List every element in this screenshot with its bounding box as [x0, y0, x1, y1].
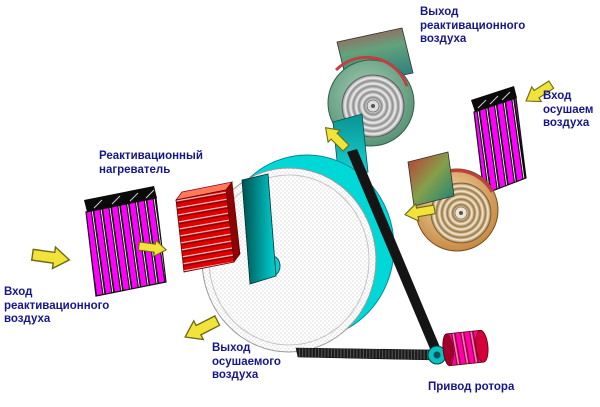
drive-pulley-hub	[433, 351, 441, 359]
heater-front-face	[175, 189, 235, 273]
reactivation-fan-rim-highlight	[334, 55, 409, 87]
belt-lower-run	[295, 347, 435, 361]
flow-arrow-inlet-reactivation	[30, 243, 72, 272]
process-fan-outlet-duct	[407, 151, 455, 207]
filter-top-frame	[84, 186, 157, 212]
label-exit-reactivation-air: Выход реактивационного воздуха	[420, 6, 526, 46]
label-inlet-drying-air: Вход осушаем воздуха	[543, 90, 594, 130]
process-fan	[407, 151, 499, 252]
rotor-seal-duct	[241, 173, 277, 285]
process-fan-hub-dot	[459, 211, 463, 215]
drying-air-filter	[471, 86, 527, 195]
motor-end-cap	[475, 329, 489, 363]
motor-rear-cap	[442, 333, 454, 367]
label-inlet-reactivation-air: Вход реактивационного воздуха	[4, 286, 110, 326]
label-reactivation-heater: Реактивационный нагреватель	[99, 150, 203, 176]
reactivation-air-filter	[84, 186, 167, 297]
belt-upper-run	[347, 149, 442, 356]
label-rotor-drive: Привод ротора	[428, 381, 515, 393]
filter-top-frame	[471, 86, 517, 112]
filter-top-hatch	[93, 189, 155, 209]
drive-motor	[442, 329, 489, 367]
rotor-drive-belt	[295, 149, 447, 365]
filter-top-hatch	[477, 91, 511, 109]
label-outlet-dried-air: Выход осушаемого воздуха	[212, 342, 281, 382]
reactivation-heater-block	[175, 181, 241, 273]
reactivation-fan-hub-dot	[371, 104, 375, 108]
